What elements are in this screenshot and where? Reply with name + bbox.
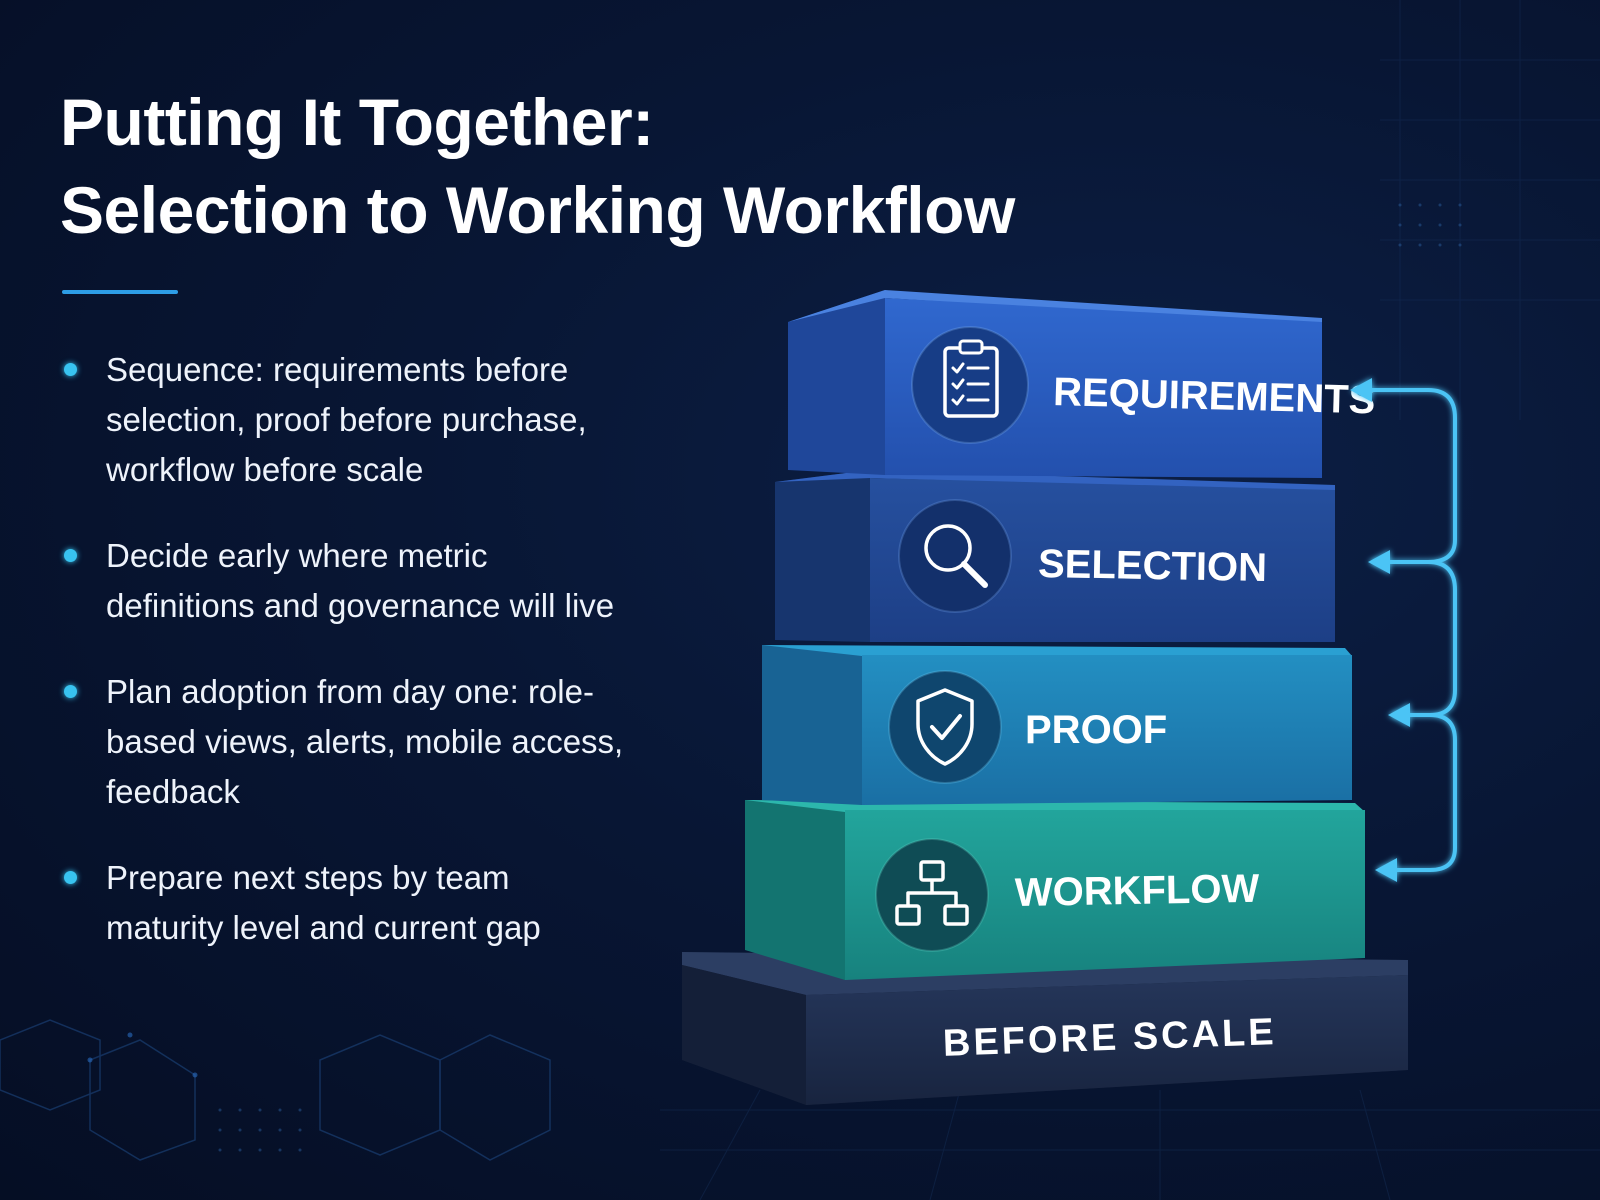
block-label-workflow: WORKFLOW [1014,867,1259,915]
magnifier-icon [898,499,1012,613]
bullet-text: Plan adoption from day one: role-based v… [106,673,624,810]
hierarchy-icon [875,838,989,952]
block-selection: SELECTION [775,470,1335,642]
block-label-proof: PROOF [1025,708,1167,752]
bullet-item: Decide early where metric definitions an… [60,531,626,631]
block-proof: PROOF [762,645,1352,805]
title-line-1: Putting It Together: [60,85,654,159]
bullet-dot-icon [64,685,77,698]
bullet-text: Sequence: requirements before selection,… [106,351,587,488]
block-label-selection: SELECTION [1038,542,1268,590]
block-label-requirements: REQUIREMENTS [1053,370,1376,422]
title-line-2: Selection to Working Workflow [60,173,1015,247]
block-workflow: WORKFLOW [745,800,1365,980]
bullet-dot-icon [64,549,77,562]
base-block-before-scale: BEFORE SCALE [682,952,1408,1105]
title-underline [62,290,178,294]
bullet-dot-icon [64,363,77,376]
arrowhead-icon [1350,378,1410,882]
bullet-item: Plan adoption from day one: role-based v… [60,667,626,817]
bullet-item: Sequence: requirements before selection,… [60,345,626,495]
shield-check-icon [888,670,1002,784]
page-title: Putting It Together: Selection to Workin… [60,78,1015,254]
feedback-connector [1355,388,1457,872]
bullet-text: Prepare next steps by team maturity leve… [106,859,541,946]
bullet-list: Sequence: requirements before selection,… [60,345,660,989]
bullet-text: Decide early where metric definitions an… [106,537,615,624]
bullet-dot-icon [64,871,77,884]
bullet-item: Prepare next steps by team maturity leve… [60,853,626,953]
block-requirements: REQUIREMENTS [788,290,1376,478]
